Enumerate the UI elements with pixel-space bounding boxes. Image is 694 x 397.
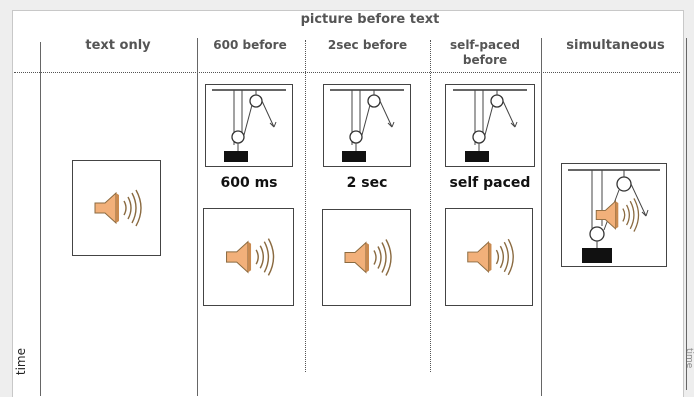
speaker-box-2sec bbox=[322, 209, 411, 306]
speaker-sound-icon bbox=[467, 238, 514, 276]
speaker-sound-icon bbox=[344, 239, 392, 276]
header-simultaneous: simultaneous bbox=[566, 38, 665, 53]
header-divider bbox=[14, 72, 680, 73]
caption-2-sec: 2 sec bbox=[346, 175, 388, 191]
pulley-system-icon bbox=[212, 89, 286, 162]
caption-600-ms: 600 ms bbox=[220, 175, 278, 191]
pulley-system-icon bbox=[453, 89, 527, 162]
speaker-box-600 bbox=[203, 208, 294, 306]
speaker-sound-icon bbox=[94, 189, 142, 227]
column-divider-3 bbox=[430, 40, 431, 372]
speaker-sound-icon bbox=[226, 238, 275, 276]
caption-self-paced: self paced bbox=[449, 175, 531, 191]
column-divider-1 bbox=[197, 38, 198, 396]
pulley-box-2sec bbox=[323, 84, 411, 167]
time-axis-label: time bbox=[14, 348, 28, 376]
pulley-box-600 bbox=[205, 84, 293, 167]
speaker-box-self-paced bbox=[445, 208, 533, 306]
time-axis-line bbox=[40, 42, 41, 396]
time-axis-right bbox=[686, 38, 687, 390]
header-text-only: text only bbox=[85, 38, 151, 53]
group-title: picture before text bbox=[300, 12, 440, 27]
speaker-sound-icon bbox=[595, 198, 640, 232]
column-divider-4 bbox=[541, 38, 542, 396]
header-self-paced-before: self-paced before bbox=[450, 38, 520, 67]
column-divider-2 bbox=[305, 40, 306, 372]
time-axis-label-right: time bbox=[684, 348, 694, 369]
pulley-system-icon bbox=[568, 169, 660, 263]
speaker-box-text-only bbox=[72, 160, 161, 256]
pulley-box-self-paced bbox=[445, 84, 535, 167]
header-2sec-before: 2sec before bbox=[327, 38, 408, 52]
header-600-before: 600 before bbox=[213, 38, 287, 52]
combined-box-simultaneous bbox=[561, 163, 667, 267]
pulley-system-icon bbox=[330, 89, 404, 162]
